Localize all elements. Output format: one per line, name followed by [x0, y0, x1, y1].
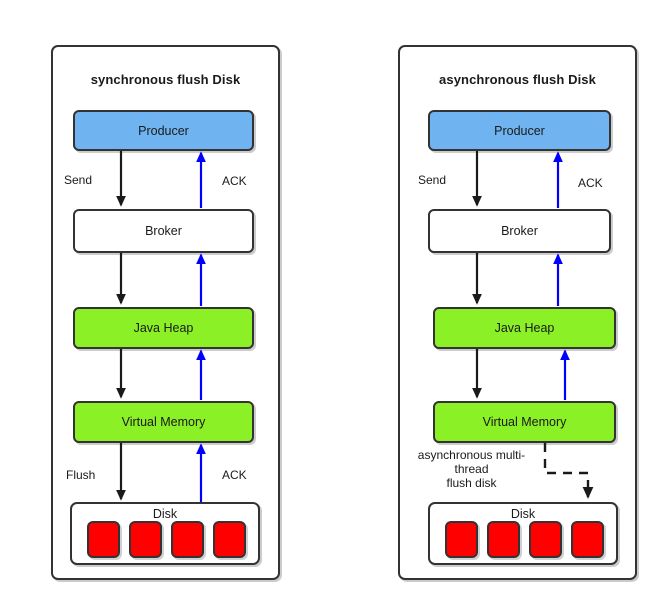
- edge-label-send-sync: Send: [64, 173, 93, 187]
- panel-asynchronous-title: asynchronous flush Disk: [439, 72, 596, 87]
- disk-cell: [171, 521, 204, 558]
- disk-cell: [445, 521, 478, 558]
- disk-cell: [529, 521, 562, 558]
- node-label: Virtual Memory: [121, 415, 206, 429]
- disk-cell: [571, 521, 604, 558]
- edge-label-ack-producer-sync: ACK: [222, 174, 247, 188]
- edge-label-ack-disk-sync: ACK: [222, 468, 247, 482]
- disk-label: Disk: [152, 507, 178, 521]
- disk-cell: [129, 521, 162, 558]
- node-virtual-memory-async[interactable]: Virtual Memory: [433, 401, 616, 443]
- edge-label-flush-sync: Flush: [66, 468, 96, 482]
- node-label: Broker: [501, 224, 538, 238]
- node-virtual-memory-sync[interactable]: Virtual Memory: [73, 401, 254, 443]
- node-label: Java Heap: [133, 321, 194, 335]
- node-label: Producer: [494, 123, 545, 138]
- disk-cell: [487, 521, 520, 558]
- node-java-heap-sync[interactable]: Java Heap: [73, 307, 254, 349]
- disk-cell: [87, 521, 120, 558]
- node-label: Broker: [145, 224, 182, 238]
- node-label: Virtual Memory: [482, 415, 567, 429]
- node-broker-async[interactable]: Broker: [428, 209, 611, 253]
- panel-synchronous-title: synchronous flush Disk: [90, 72, 241, 87]
- edge-label-ack-producer-async: ACK: [578, 176, 603, 190]
- node-producer-async[interactable]: Producer: [428, 110, 611, 151]
- node-label: Producer: [138, 123, 189, 138]
- node-broker-sync[interactable]: Broker: [73, 209, 254, 253]
- edge-label-send-async: Send: [418, 173, 447, 187]
- node-java-heap-async[interactable]: Java Heap: [433, 307, 616, 349]
- disk-label: Disk: [510, 507, 536, 521]
- edge-label-async-flush: asynchronous multi- thread flush disk: [417, 448, 526, 490]
- node-producer-sync[interactable]: Producer: [73, 110, 254, 151]
- node-label: Java Heap: [494, 321, 555, 335]
- disk-cell: [213, 521, 246, 558]
